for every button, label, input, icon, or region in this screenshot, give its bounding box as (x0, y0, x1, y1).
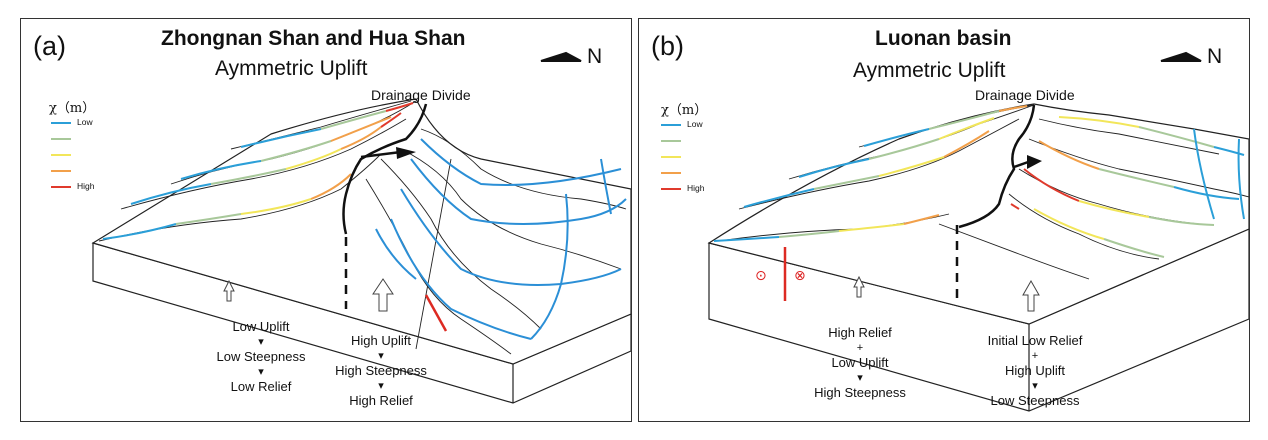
top-surface-b (707, 103, 1249, 325)
panel-title-a: Zhongnan Shan and Hua Shan (161, 27, 466, 50)
caption-line: High Uplift (1005, 363, 1065, 378)
panel-title-b: Luonan basin (875, 27, 1012, 50)
into-page-symbol: ⊗ (794, 267, 806, 283)
rivers-b-west (713, 105, 1028, 242)
caption-arrow: ▾ (1032, 380, 1038, 392)
legend-low-b: Low (687, 119, 703, 129)
left-caption-a: Low Uplift ▾ Low Steepness ▾ Low Relief (201, 319, 321, 395)
caption-line: Low Steepness (216, 349, 306, 364)
north-label-b: N (1207, 45, 1223, 68)
right-caption-b: Initial Low Relief + High Uplift ▾ Low S… (965, 333, 1105, 409)
caption-arrow: ▾ (857, 372, 863, 384)
legend-title-a: χ（m） (49, 101, 96, 116)
caption-line: High Steepness (814, 385, 906, 400)
uplift-arrow-large-b (1022, 279, 1040, 312)
uplift-arrow-small-a (223, 279, 235, 302)
caption-arrow: ▾ (258, 366, 264, 378)
caption-line: Low Steepness (990, 393, 1080, 408)
caption-arrow: ▾ (378, 380, 384, 392)
panel-letter-a: (a) (33, 31, 66, 61)
legend-swatches-b (661, 124, 681, 190)
north-arrow-a (540, 51, 582, 62)
caption-line: High Uplift (351, 333, 411, 348)
rivers-a-west (102, 102, 414, 240)
legend-swatches-a (51, 122, 71, 188)
uplift-arrow-small-b (853, 275, 865, 298)
legend-low-a: Low (77, 117, 93, 127)
drainage-divide-b (958, 104, 1036, 229)
block-diagram-b (661, 51, 1249, 412)
caption-line: Initial Low Relief (987, 333, 1083, 348)
block-diagram-a (51, 51, 631, 404)
caption-line: High Relief (349, 393, 413, 408)
caption-line: Low Uplift (831, 355, 889, 370)
divide-label-a: Drainage Divide (371, 87, 471, 103)
red-fault-a (424, 294, 448, 332)
caption-line: Low Uplift (232, 319, 290, 334)
north-label-a: N (587, 45, 603, 68)
panel-a: (a) Zhongnan Shan and Hua Shan Aymmetric… (20, 18, 632, 422)
panel-subtitle-b: Aymmetric Uplift (853, 59, 1006, 82)
panel-subtitle-a: Aymmetric Uplift (215, 57, 368, 80)
caption-line: Low Relief (230, 379, 292, 394)
caption-line: High Relief (828, 325, 892, 340)
uplift-arrow-large-a (372, 278, 394, 312)
caption-line: High Steepness (335, 363, 427, 378)
out-of-page-symbol: ⊙ (755, 267, 767, 283)
left-caption-b: High Relief + Low Uplift ▾ High Steepnes… (795, 325, 925, 401)
caption-plus: + (1031, 350, 1039, 362)
rivers-b-east (1010, 116, 1245, 258)
legend-title-b: χ（m） (661, 103, 708, 118)
divide-arrow-a (396, 147, 416, 159)
drainage-divide-a (342, 103, 428, 235)
legend-high-a: High (77, 181, 95, 191)
caption-arrow: ▾ (378, 350, 384, 362)
legend-high-b: High (687, 183, 705, 193)
rivers-a-east (375, 138, 627, 340)
divide-label-b: Drainage Divide (975, 87, 1075, 103)
right-caption-a: High Uplift ▾ High Steepness ▾ High Reli… (316, 333, 446, 409)
caption-plus: + (856, 342, 864, 354)
panel-letter-b: (b) (651, 31, 684, 61)
panel-b: (b) Luonan basin Aymmetric Uplift N Drai… (638, 18, 1250, 422)
caption-arrow: ▾ (258, 336, 264, 348)
north-arrow-b (1160, 51, 1202, 62)
divide-arrow-b (1027, 155, 1042, 169)
